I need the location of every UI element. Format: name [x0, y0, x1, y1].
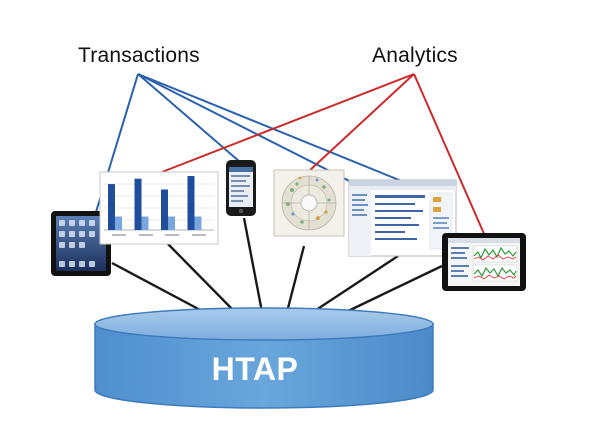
- bar-s1-2: [168, 216, 175, 230]
- smartphone-icon: [226, 160, 256, 216]
- bar-s1-3: [194, 216, 202, 230]
- bar-s1-0: [115, 216, 122, 230]
- transactions-link-web: [137, 73, 405, 183]
- analytics-link-radial: [307, 73, 415, 173]
- connector-web: [312, 254, 399, 314]
- htap-database-cylinder: [94, 307, 434, 409]
- bar-s0-1: [134, 178, 142, 230]
- connector-tablet-right: [345, 264, 443, 314]
- analytics-links: [161, 73, 486, 237]
- bar-s0-2: [161, 189, 168, 230]
- connector-phone: [242, 217, 264, 313]
- web-dashboard-icon: [348, 179, 457, 257]
- analytics-label: Analytics: [372, 44, 458, 67]
- bar-chart-bars: [108, 176, 202, 230]
- tablet-right-icon: [442, 233, 526, 291]
- connector-bar-chart: [167, 243, 236, 313]
- bar-s1-1: [141, 216, 149, 230]
- connector-radial: [285, 245, 306, 313]
- bar-s0-3: [187, 176, 195, 230]
- htap-label: HTAP: [211, 351, 299, 387]
- database-connectors: [111, 217, 443, 314]
- radial-chart-report-icon: [273, 169, 345, 237]
- analytics-link-tablet-right: [413, 73, 486, 237]
- tablet-left-icon: [51, 211, 111, 276]
- bar-chart-report-icon: [99, 171, 219, 245]
- analytics-link-bar-chart: [161, 73, 415, 173]
- bar-s0-0: [108, 184, 115, 230]
- connector-tablet-left: [111, 261, 205, 314]
- transactions-label: Transactions: [78, 44, 200, 67]
